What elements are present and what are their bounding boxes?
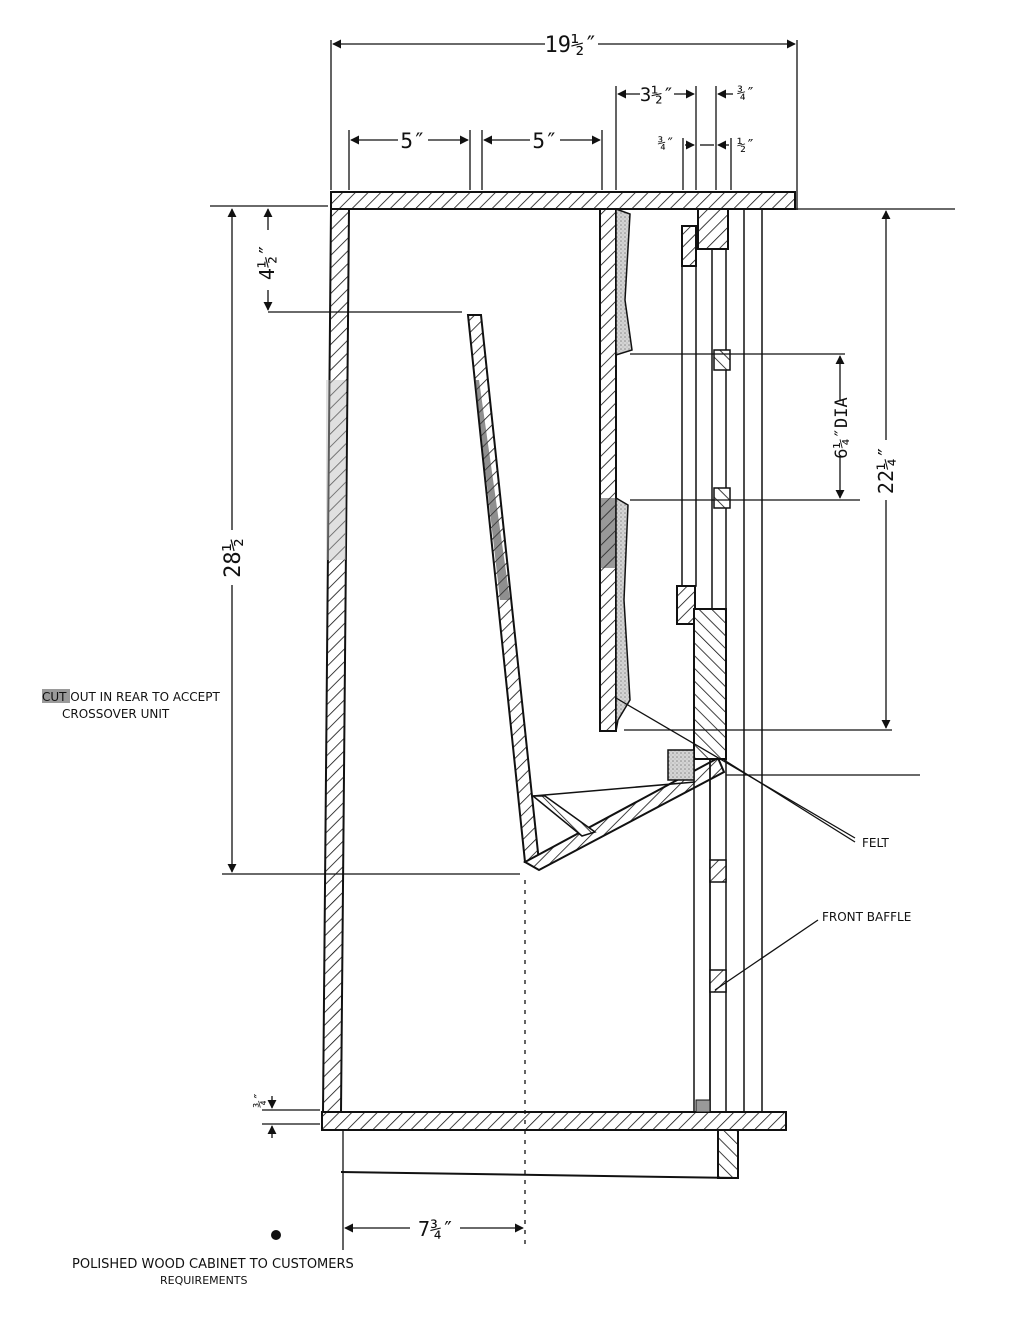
cutout-note-line1: CUT OUT IN REAR TO ACCEPT [42,690,220,704]
front-baffle-label: FRONT BAFFLE [822,910,911,924]
dim-panel-thickness-b: ¾″ [658,136,675,152]
dim-felt-gap: ½″ [737,136,755,154]
footer-note-line2: REQUIREMENTS [160,1274,248,1287]
footer-note-line1: POLISHED WOOD CABINET TO CUSTOMERS [72,1257,354,1272]
highlight-mark [42,689,70,703]
speaker-mount-frame [676,225,697,625]
dim-panel-thickness-a: ¾″ [737,84,755,102]
felt-label: FELT [862,836,890,850]
internal-slant-baffle [466,314,541,863]
dim-baffle-height: 22¼″ [874,446,898,494]
dim-top-mid-5: 5″ [532,129,557,153]
leader-lines [615,697,856,991]
dim-height: 28½ [221,538,246,578]
plinth [340,1129,739,1179]
dim-base-offset: 7¾″ [418,1217,454,1241]
cabinet-base-panel [321,1111,787,1131]
dim-speaker-dia: 6¼″DIA [832,397,852,458]
grille-cloth-panel [743,209,763,1112]
cabinet-rear-panel [321,208,351,1113]
dim-top-left-5: 5″ [400,129,425,153]
felt-pad [667,749,695,781]
felt-lined-board [599,207,633,732]
dim-baffle-spacing: 3½″ [640,84,674,106]
ink-dot [271,1230,281,1240]
dim-overall-width: 19½″ [545,33,598,58]
dimension-lines [210,39,955,1250]
dim-top-offset: 4½″ [255,244,279,280]
internal-return-panel [522,756,726,872]
front-baffle-board [693,208,731,1113]
dim-base-thickness: ¾″ [253,1092,268,1108]
cabinet-top-panel [330,191,796,210]
cutout-note-line2: CROSSOVER UNIT [62,707,170,721]
